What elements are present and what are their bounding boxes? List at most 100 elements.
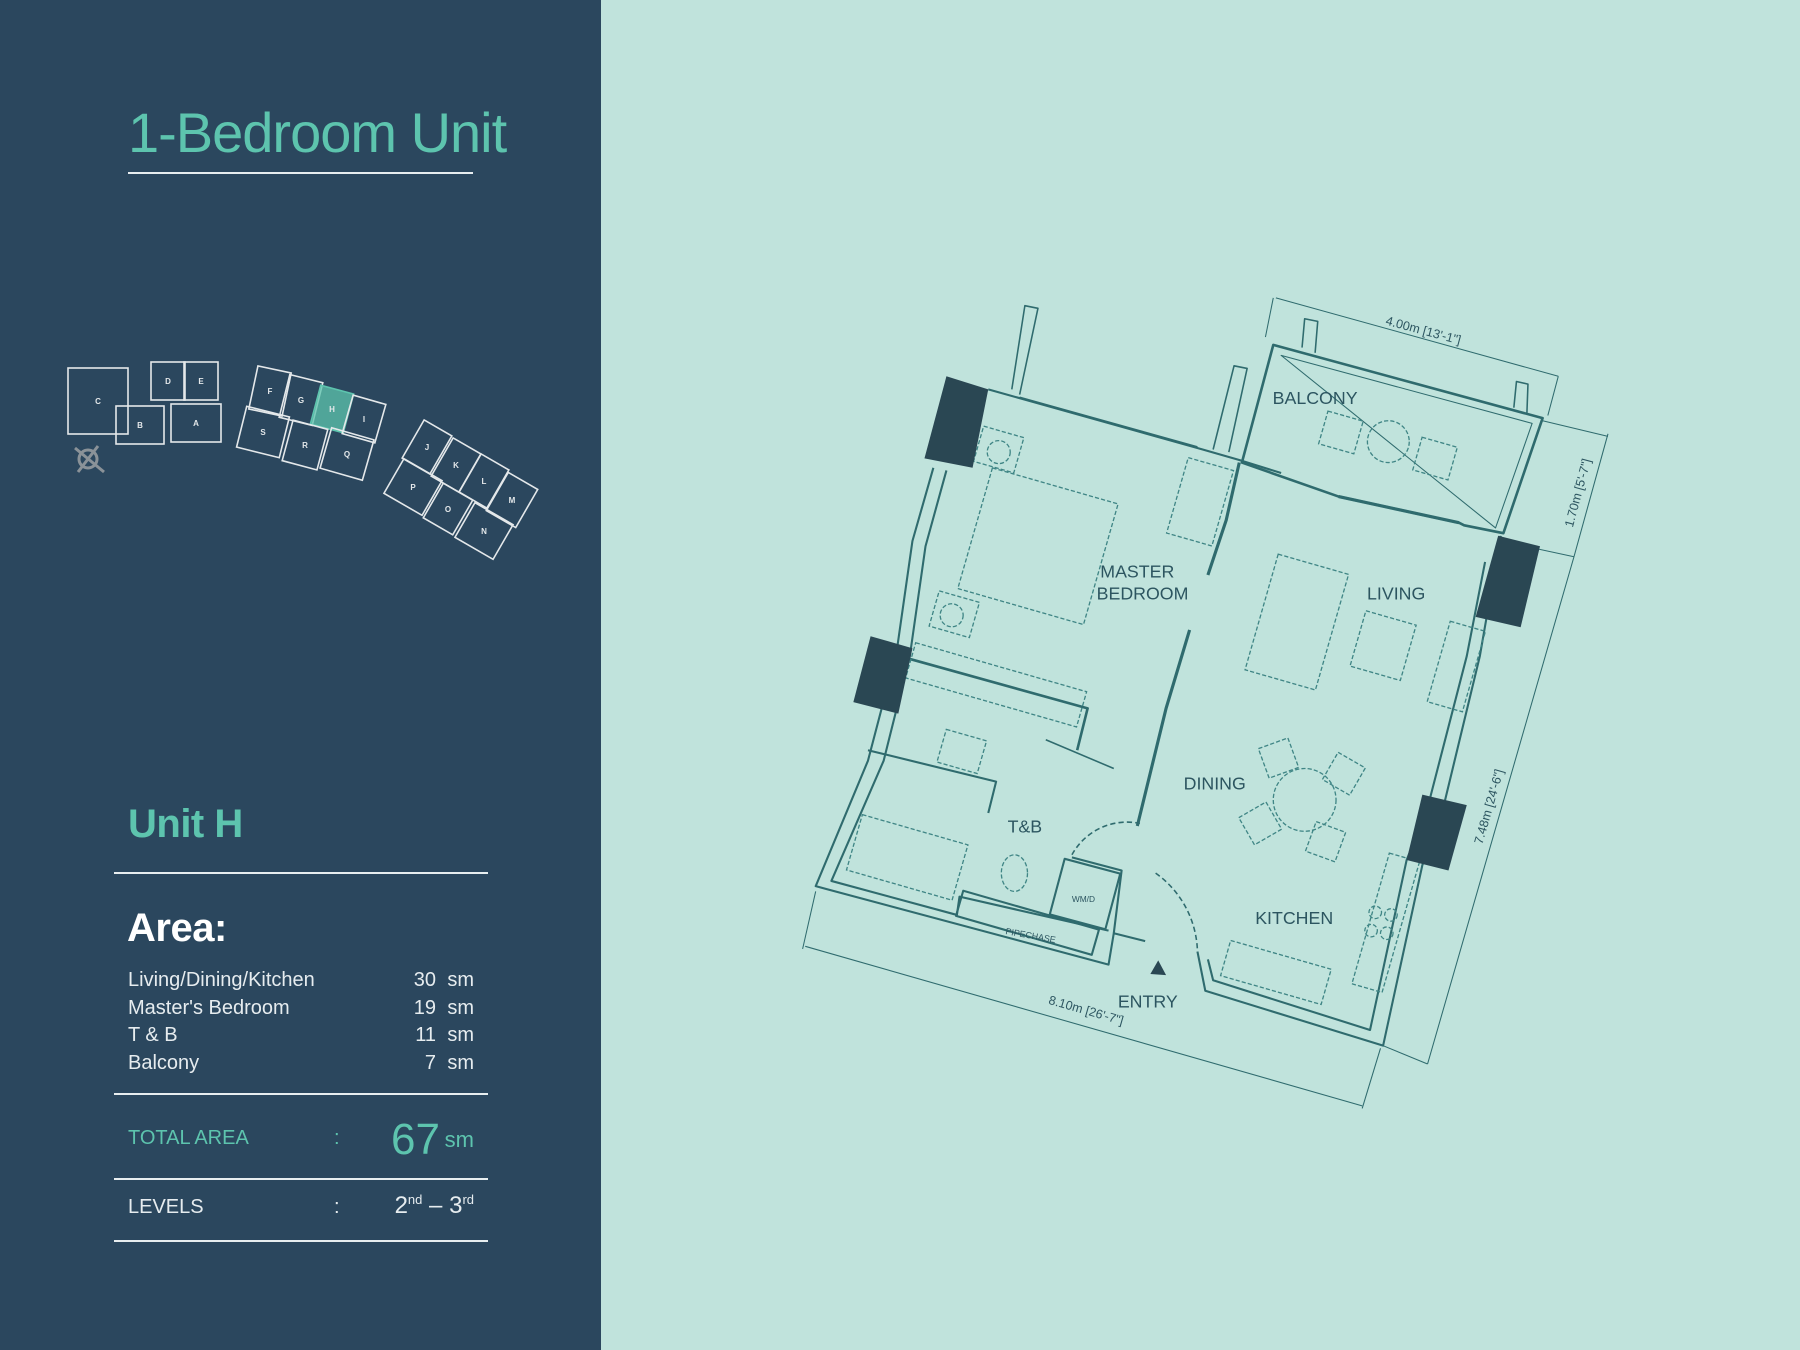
partition-wall <box>899 654 1089 751</box>
keyplan-label-c: C <box>95 397 101 406</box>
room-label-entry: ENTRY <box>1118 992 1178 1012</box>
dimension-bottom: 8.10m [26'-7"] <box>1047 993 1125 1028</box>
keyplan-unit-e <box>183 361 219 401</box>
level-to-suffix: rd <box>462 1192 474 1207</box>
area-row: Master's Bedroom 19 sm <box>128 997 474 1025</box>
divider <box>114 1240 488 1242</box>
north-arrow-icon <box>74 445 105 474</box>
bed <box>957 467 1119 626</box>
area-row: Balcony 7 sm <box>128 1052 474 1080</box>
kitchen-sink <box>1219 939 1333 1006</box>
room-label-bedroom: BEDROOM <box>1097 584 1189 604</box>
keyplan-label-a: A <box>193 419 199 428</box>
structural-column <box>924 376 989 468</box>
keyplan-unit-f <box>247 364 293 418</box>
outer-wall <box>814 467 1146 966</box>
total-label: TOTAL AREA <box>128 1127 249 1149</box>
room-label-living: LIVING <box>1367 584 1425 604</box>
area-row: Living/Dining/Kitchen 30 sm <box>128 969 474 997</box>
area-value: 19 <box>413 997 436 1019</box>
dimension-line <box>805 945 1363 1107</box>
total-colon: : <box>334 1127 340 1149</box>
title-underline <box>128 172 473 174</box>
area-heading: Area: <box>127 906 227 950</box>
level-from-suffix: nd <box>407 1192 423 1207</box>
area-value: 30 <box>413 969 436 991</box>
area-label: T & B <box>128 1024 178 1046</box>
balcony-railing <box>1240 343 1544 535</box>
floor-plan: BALCONY MASTER BEDROOM LIVING DINING T&B… <box>802 297 1609 1109</box>
area-label: Living/Dining/Kitchen <box>128 969 315 991</box>
sink <box>936 728 988 775</box>
partition-wall <box>1206 462 1241 576</box>
shower <box>845 813 969 902</box>
keyplan-unit-s <box>235 405 291 459</box>
divider <box>114 872 488 874</box>
structural-column <box>1475 535 1540 628</box>
dining-table <box>1272 767 1337 832</box>
area-unit: sm <box>447 1024 474 1046</box>
keyplan-unit-q <box>319 426 375 482</box>
keyplan-label-p: P <box>410 483 416 492</box>
keyplan-unit-r <box>281 419 329 471</box>
room-label-balcony: BALCONY <box>1273 388 1358 408</box>
label-pipechase: PIPECHASE <box>1005 926 1057 945</box>
keyplan-unit-n <box>453 501 515 561</box>
keyplan-label-o: O <box>445 505 451 514</box>
level-dash: – <box>422 1192 450 1219</box>
dimension-right-lower: 7.48m [24'-6"] <box>1472 768 1507 846</box>
keyplan-unit-m <box>485 471 539 529</box>
keyplan-unit-a <box>170 403 222 443</box>
levels-colon: : <box>334 1196 340 1218</box>
levels: LEVELS : 2nd – 3rd <box>128 1192 474 1228</box>
dimension-line <box>1427 556 1575 1065</box>
keyplan-unit-d <box>150 361 186 401</box>
keyplan-label-b: B <box>137 421 143 430</box>
outer-wall <box>987 388 1282 475</box>
wardrobe <box>904 641 1088 728</box>
structural-column <box>1406 794 1467 871</box>
keyplan-unit-o <box>422 482 474 536</box>
room-label-dining: DINING <box>1184 773 1246 793</box>
area-label: Master's Bedroom <box>128 997 290 1019</box>
area-label: Balcony <box>128 1052 200 1074</box>
keyplan-label-g: G <box>298 396 304 405</box>
balcony-table <box>1366 420 1410 464</box>
area-unit: sm <box>447 969 474 991</box>
area-unit: sm <box>447 1052 474 1074</box>
dimension-line <box>1573 433 1609 557</box>
keyplan-label-i: I <box>363 415 365 424</box>
keyplan-label-q: Q <box>344 450 350 459</box>
coffee-table <box>1349 609 1417 682</box>
total-area: TOTAL AREA : 67 sm <box>128 1115 474 1165</box>
levels-value: 2nd – 3rd <box>395 1192 474 1220</box>
total-value: 67 <box>391 1115 440 1164</box>
page-title: 1-Bedroom Unit <box>128 101 507 164</box>
level-from: 2 <box>394 1192 408 1219</box>
keyplan-label-e: E <box>198 377 204 386</box>
room-label-kitchen: KITCHEN <box>1255 908 1333 928</box>
unit-name: Unit H <box>128 802 243 846</box>
outer-wall <box>1196 535 1502 1047</box>
tv-console <box>1426 620 1487 713</box>
keyplan-unit-p <box>382 457 444 517</box>
nightstand <box>972 425 1025 474</box>
structural-column <box>853 636 913 714</box>
outer-wall <box>830 470 1109 932</box>
nightstand <box>928 590 981 639</box>
divider <box>114 1093 488 1095</box>
divider <box>114 1178 488 1180</box>
keyplan-label-f: F <box>268 387 273 396</box>
level-to: 3 <box>449 1192 463 1219</box>
area-value: 11 <box>415 1024 436 1046</box>
keyplan-label-m: M <box>509 496 516 505</box>
entry-arrow-icon <box>1150 960 1167 976</box>
keyplan-label-r: R <box>302 441 308 450</box>
outer-wall <box>1206 561 1487 1032</box>
total-unit: sm <box>444 1127 474 1152</box>
keyplan-unit-c <box>67 367 129 435</box>
room-label-tb: T&B <box>1008 816 1043 836</box>
label-wmd: WM/D <box>1072 894 1095 904</box>
dimension-line <box>1275 297 1559 377</box>
